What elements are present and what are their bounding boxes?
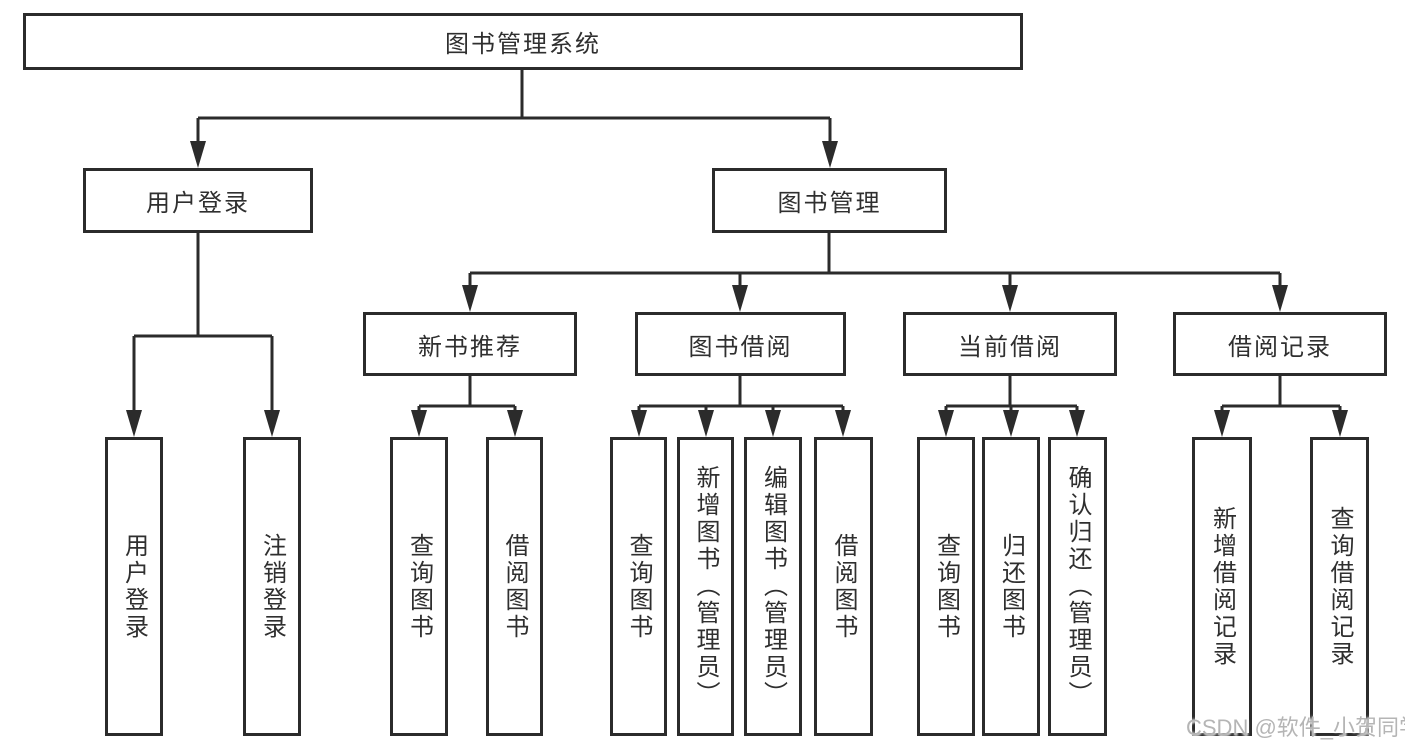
arrowhead-icon [1003, 410, 1019, 437]
node-leaf-query-books-1: 查询图书 [390, 437, 448, 736]
arrowhead-icon [698, 410, 714, 437]
node-current-borrowing: 当前借阅 [903, 312, 1117, 376]
node-leaf-add-book-admin: 新增图书（管理员） [677, 437, 734, 736]
arrowhead-icon [190, 141, 206, 168]
node-new-book-recommend: 新书推荐 [363, 312, 577, 376]
arrowhead-icon [1272, 285, 1288, 312]
node-book-management: 图书管理 [712, 168, 947, 233]
node-leaf-logout: 注销登录 [243, 437, 301, 736]
arrowhead-icon [1214, 410, 1230, 437]
node-leaf-borrow-books-1: 借阅图书 [486, 437, 543, 736]
connector-path [132, 70, 1342, 411]
node-leaf-add-borrow-record: 新增借阅记录 [1192, 437, 1252, 736]
node-leaf-return-books: 归还图书 [982, 437, 1040, 736]
node-user-login: 用户登录 [83, 168, 313, 233]
arrowhead-icon [1002, 285, 1018, 312]
arrowhead-icon [507, 410, 523, 437]
arrowhead-icon [462, 285, 478, 312]
node-borrow-records: 借阅记录 [1173, 312, 1387, 376]
node-leaf-query-books-3: 查询图书 [917, 437, 975, 736]
arrowhead-icon [631, 410, 647, 437]
arrowhead-icon [822, 141, 838, 168]
node-leaf-user-login: 用户登录 [105, 437, 163, 736]
arrowhead-icon [765, 410, 781, 437]
arrowhead-icon [938, 410, 954, 437]
arrowhead-icon [411, 410, 427, 437]
arrowhead-icon [835, 410, 851, 437]
node-leaf-query-books-2: 查询图书 [610, 437, 667, 736]
node-leaf-edit-book-admin: 编辑图书（管理员） [744, 437, 802, 736]
node-root-system: 图书管理系统 [23, 13, 1023, 70]
arrowhead-icon [1332, 410, 1348, 437]
node-book-borrowing: 图书借阅 [635, 312, 846, 376]
arrowhead-icon [732, 285, 748, 312]
watermark: CSDN @软件_小贺同学 [1186, 715, 1405, 740]
node-leaf-confirm-return-admin: 确认归还（管理员） [1048, 437, 1107, 736]
arrowhead-icon [264, 410, 280, 437]
node-leaf-borrow-books-2: 借阅图书 [814, 437, 873, 736]
node-leaf-query-borrow-record: 查询借阅记录 [1310, 437, 1369, 736]
arrowhead-icon [1069, 410, 1085, 437]
arrowhead-icon [126, 410, 142, 437]
